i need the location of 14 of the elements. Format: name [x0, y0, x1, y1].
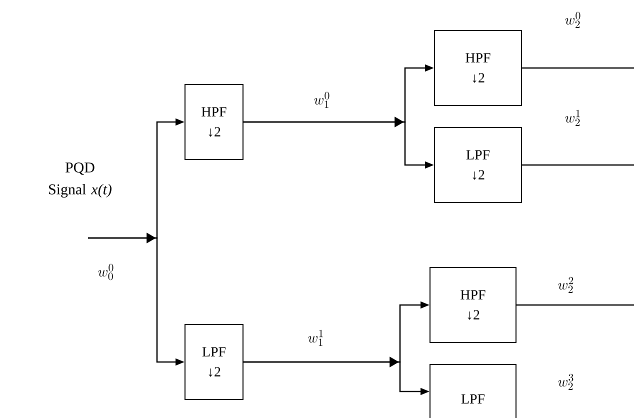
signal-label: $w_2^3$ — [558, 374, 574, 390]
filter-box: LPF — [430, 364, 516, 418]
signal-label: $w_1^1$ — [308, 330, 323, 346]
signal-label: $w_0^0$ — [98, 264, 114, 280]
input-label: PQD Signal x(t) — [49, 162, 112, 198]
signal-label: $w_2^0$ — [565, 12, 580, 28]
signal-label: $w_2^1$ — [565, 110, 580, 126]
filter-box: HPF ↓2 — [430, 267, 516, 343]
filter-box: LPF ↓2 — [184, 324, 244, 400]
filter-box: HPF ↓2 — [184, 84, 244, 160]
filter-box: HPF ↓2 — [434, 30, 522, 106]
signal-label: $w_1^0$ — [314, 92, 330, 108]
filter-box: LPF ↓2 — [434, 127, 522, 203]
signal-label: $w_2^2$ — [558, 276, 574, 293]
